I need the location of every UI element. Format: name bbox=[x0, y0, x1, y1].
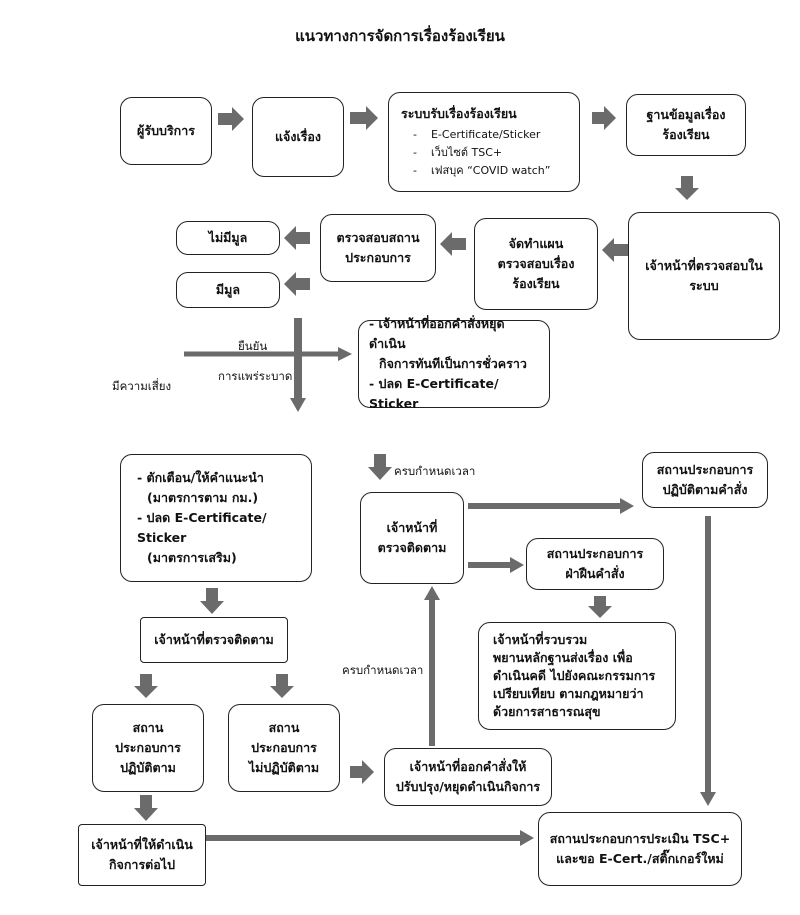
page-title: แนวทางการจัดการเรื่องร้องเรียน bbox=[295, 27, 505, 45]
arrow-violate-to-evidence bbox=[588, 596, 612, 618]
node-comply-order: สถานประกอบการ ปฏิบัติตามคำสั่ง bbox=[642, 452, 768, 508]
node-system-officer: เจ้าหน้าที่ตรวจสอบใน ระบบ bbox=[628, 212, 780, 340]
arrow-followup-to-comply bbox=[134, 674, 158, 698]
node-violate-order: สถานประกอบการ ฝ่าฝืนคำสั่ง bbox=[526, 538, 664, 590]
node-followup-officer-mid: เจ้าหน้าที่ ตรวจติดตาม bbox=[360, 492, 464, 584]
intake-heading: ระบบรับเรื่องร้องเรียน bbox=[401, 105, 517, 121]
node-final-assessment: สถานประกอบการประเมิน TSC+ และขอ E-Cert./… bbox=[538, 812, 742, 886]
node-order-improve: เจ้าหน้าที่ออกคำสั่งให้ ปรับปรุง/หยุดดำเ… bbox=[384, 748, 552, 806]
node-comply-left: สถาน ประกอบการ ปฏิบัติตาม bbox=[92, 704, 204, 792]
arrow-cross-right bbox=[338, 347, 352, 361]
intake-channels: E-Certificate/Sticker เว็บไซต์ TSC+ เฟสบ… bbox=[401, 126, 550, 180]
arrow-cross-down bbox=[290, 398, 306, 412]
node-warn: - ตักเตือน/ให้คำแนะนำ (มาตรการตาม กม.) -… bbox=[120, 454, 312, 582]
node-gather-evidence: เจ้าหน้าที่รวบรวม พยานหลักฐานส่งเรื่อง เ… bbox=[478, 622, 676, 730]
node-not-comply: สถาน ประกอบการ ไม่ปฏิบัติตาม bbox=[228, 704, 340, 792]
arrow-not-comply-to-order bbox=[350, 760, 374, 784]
arrow-inspect-to-nomerit bbox=[284, 226, 310, 250]
arrow-deadline-down bbox=[368, 454, 392, 480]
node-continue-business: เจ้าหน้าที่ให้ดำเนิน กิจการต่อไป bbox=[78, 824, 206, 886]
intake-channel: เว็บไซต์ TSC+ bbox=[431, 144, 550, 162]
arrow-db-to-system bbox=[675, 176, 699, 200]
node-no-merit: ไม่มีมูล bbox=[176, 221, 280, 255]
node-service-user: ผู้รับบริการ bbox=[120, 97, 212, 165]
intake-channel: E-Certificate/Sticker bbox=[431, 126, 550, 144]
arrow-comply-to-continue bbox=[134, 795, 158, 821]
arrow-system-to-plan bbox=[602, 238, 628, 262]
label-deadline-mid: ครบกำหนดเวลา bbox=[342, 663, 424, 677]
arrow-plan-to-inspect bbox=[440, 232, 466, 256]
label-confirm: ยืนยัน bbox=[238, 339, 268, 353]
label-risk: มีความเสี่ยง bbox=[112, 379, 172, 393]
label-outbreak: การแพร่ระบาด bbox=[218, 369, 293, 383]
arrow-intake-to-db bbox=[592, 106, 616, 130]
node-followup-officer-left: เจ้าหน้าที่ตรวจติดตาม bbox=[140, 617, 288, 663]
node-intake-system: ระบบรับเรื่องร้องเรียน E-Certificate/Sti… bbox=[388, 92, 580, 192]
arrow-user-to-report bbox=[218, 107, 244, 131]
arrow-followup-to-notcomply bbox=[270, 674, 294, 698]
arrow-report-to-intake bbox=[350, 106, 378, 130]
label-deadline-top: ครบกำหนดเวลา bbox=[394, 464, 476, 478]
arrow-warn-to-followup bbox=[200, 588, 224, 614]
node-database: ฐานข้อมูลเรื่อง ร้องเรียน bbox=[626, 94, 746, 156]
node-inspect: ตรวจสอบสถาน ประกอบการ bbox=[320, 214, 436, 282]
node-report: แจ้งเรื่อง bbox=[252, 97, 344, 177]
arrow-inspect-to-merit bbox=[284, 272, 310, 296]
node-plan: จัดทำแผน ตรวจสอบเรื่อง ร้องเรียน bbox=[474, 218, 598, 310]
intake-channel: เฟสบุค “COVID watch” bbox=[431, 162, 550, 180]
node-has-merit: มีมูล bbox=[176, 272, 280, 308]
node-suspend-order: - เจ้าหน้าที่ออกคำสั่งหยุดดำเนิน กิจการท… bbox=[358, 316, 550, 411]
